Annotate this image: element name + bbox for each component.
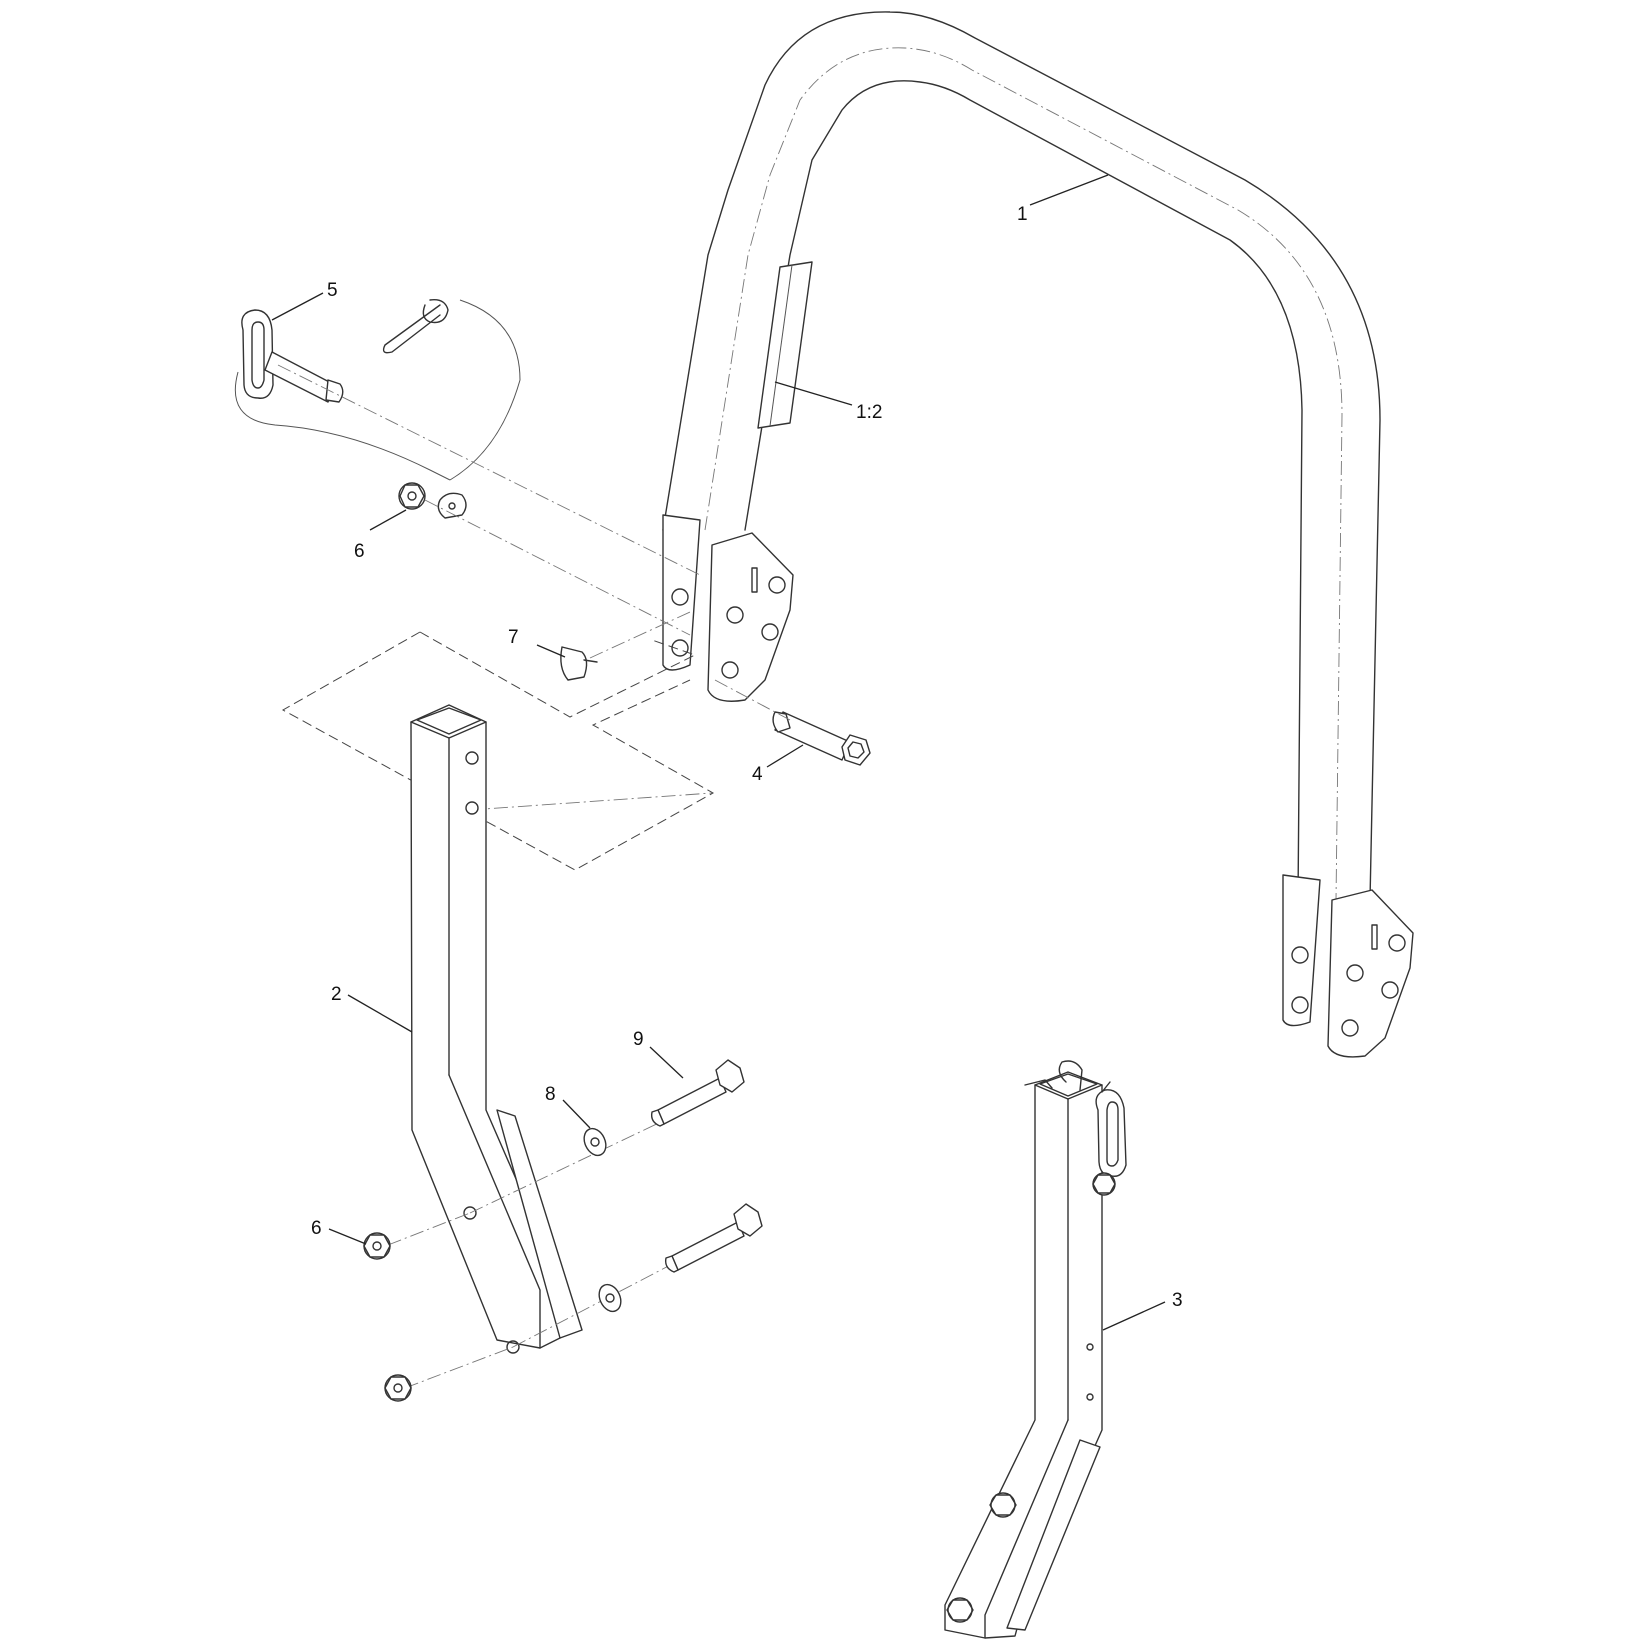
callout-1: 1 <box>1017 204 1028 225</box>
phantom-plane-lower <box>281 631 715 871</box>
callout-4: 4 <box>752 764 763 785</box>
plug-axis <box>589 611 691 659</box>
roll-bar-hoop <box>662 11 1414 1058</box>
right-mount-plate <box>1282 874 1414 1058</box>
clevis-bolt <box>772 711 871 766</box>
decal <box>757 261 813 429</box>
flange-nut-lower <box>384 1374 412 1402</box>
lower-bolt-axis <box>512 1259 681 1348</box>
bolt-axis <box>714 679 791 721</box>
callout-9: 9 <box>633 1029 644 1050</box>
left-upright-tube <box>410 704 583 1354</box>
callout-leaders <box>271 174 1166 1331</box>
callout-7: 7 <box>508 627 519 648</box>
callout-2: 2 <box>331 984 342 1005</box>
callout-labels: 1 1:2 2 3 4 5 6 6 7 8 9 <box>311 204 1183 1311</box>
callout-1-2: 1:2 <box>856 402 882 423</box>
nut-axis <box>424 499 691 636</box>
washer-upper <box>583 1127 607 1157</box>
callout-8: 8 <box>545 1084 556 1105</box>
callout-6-upper: 6 <box>354 541 365 562</box>
left-mount-plate <box>662 514 794 702</box>
callout-3: 3 <box>1172 1290 1183 1311</box>
tube-hole-axis <box>469 792 713 811</box>
flange-nut-upper <box>398 482 426 510</box>
callout-6-lower: 6 <box>311 1218 322 1239</box>
bolt-upper <box>650 1059 745 1127</box>
pin-axis <box>277 364 701 576</box>
phantom-plane-upper <box>419 631 697 718</box>
callout-5: 5 <box>327 280 338 301</box>
upper-bolt-axis <box>469 1119 666 1214</box>
hitch-pin-with-lanyard <box>234 299 521 519</box>
flange-nut-middle <box>363 1232 391 1260</box>
washer-lower <box>598 1283 622 1313</box>
right-upright-tube <box>944 1060 1127 1639</box>
plug-cap <box>560 646 598 681</box>
bolt-lower <box>664 1203 763 1273</box>
